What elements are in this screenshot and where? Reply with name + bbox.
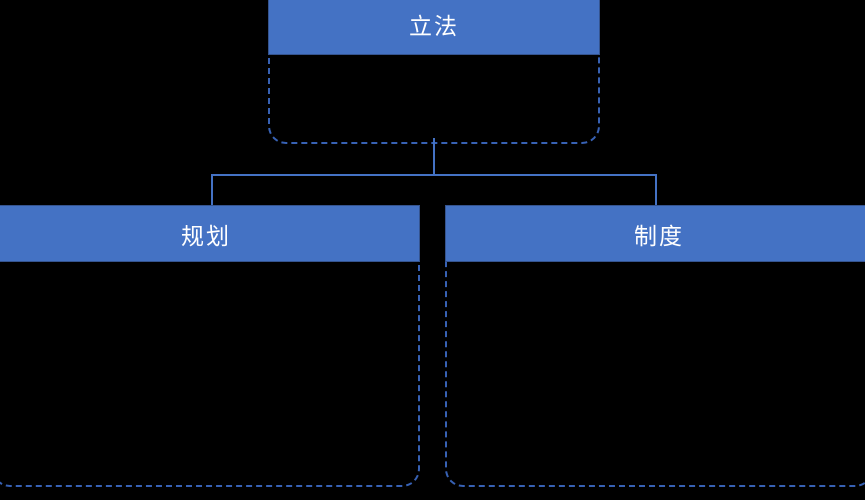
node-system-label: 制度 bbox=[634, 222, 684, 249]
node-root-label: 立法 bbox=[409, 12, 459, 39]
connector-root-stem bbox=[433, 138, 435, 176]
node-root-header[interactable]: 立法 bbox=[268, 0, 600, 55]
node-system-header[interactable]: 制度 bbox=[445, 205, 865, 262]
connector-drop-right bbox=[655, 174, 657, 207]
connector-drop-left bbox=[211, 174, 213, 207]
node-planning-label: 规划 bbox=[181, 222, 231, 249]
node-planning[interactable]: 规划 bbox=[0, 205, 420, 487]
node-system[interactable]: 制度 bbox=[445, 205, 865, 487]
connector-horizontal-bus bbox=[211, 174, 657, 176]
node-planning-header[interactable]: 规划 bbox=[0, 205, 420, 262]
node-root[interactable]: 立法 bbox=[268, 0, 600, 144]
